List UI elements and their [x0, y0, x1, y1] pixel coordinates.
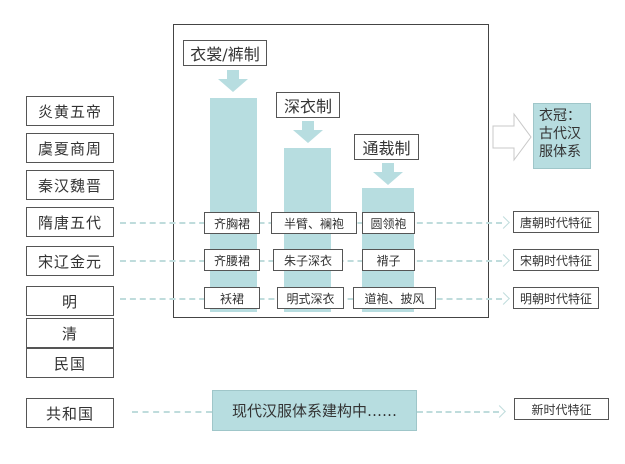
- ancient-system-frame: [173, 24, 489, 318]
- era-gongheguo: 共和国: [26, 398, 114, 428]
- system-label-tongcai: 通裁制: [354, 134, 419, 160]
- era-song-liao-jin-yuan: 宋辽金元: [26, 246, 114, 276]
- feature-song: 宋朝时代特征: [513, 249, 599, 271]
- arrowhead-icon: [497, 292, 510, 305]
- item-daopao-pifeng: 道袍、披风: [353, 287, 436, 309]
- era-qing: 清: [26, 318, 114, 348]
- dashed-connector: [132, 411, 212, 413]
- era-qinhan-weijin: 秦汉魏晋: [26, 170, 114, 200]
- arrowhead-icon: [497, 216, 510, 229]
- item-yuanlingpao: 圆领袍: [362, 212, 415, 234]
- system-label-shenyi: 深衣制: [276, 92, 340, 118]
- item-qixiongqun: 齐胸裙: [204, 212, 260, 234]
- down-arrow-icon: [218, 70, 248, 92]
- system-label-yishang: 衣裳/裤制: [183, 40, 267, 66]
- result-guyi-system: 衣冠： 古代汉 服体系: [533, 103, 591, 169]
- result-line-3: 服体系: [539, 144, 581, 160]
- dashed-connector: [417, 411, 499, 413]
- down-arrow-icon: [293, 121, 323, 143]
- era-ming: 明: [26, 286, 114, 316]
- feature-tang: 唐朝时代特征: [513, 211, 599, 233]
- modern-hanfu-system: 现代汉服体系建构中……: [212, 390, 417, 431]
- result-line-2: 古代汉: [539, 126, 581, 142]
- result-line-1: 衣冠：: [539, 108, 581, 124]
- arrowhead-icon: [497, 254, 510, 267]
- item-qiyaoqun: 齐腰裙: [204, 249, 260, 271]
- item-mingshi-shenyi: 明式深衣: [277, 287, 344, 309]
- down-arrow-icon: [373, 163, 403, 185]
- era-yanhuang-wudi: 炎黄五帝: [26, 96, 114, 126]
- feature-ming: 明朝时代特征: [513, 287, 599, 309]
- arrowhead-icon: [493, 405, 506, 418]
- item-beizi: 褙子: [362, 249, 415, 271]
- era-suitang-wudai: 隋唐五代: [26, 207, 114, 237]
- item-banbi-lanpao: 半臂、襕袍: [271, 212, 357, 234]
- right-arrow-icon: [492, 112, 532, 162]
- era-yuxia-shangzhou: 虞夏商周: [26, 133, 114, 163]
- item-aoqun: 袄裙: [204, 287, 260, 309]
- item-zhuzi-shenyi: 朱子深衣: [273, 249, 343, 271]
- feature-new-era: 新时代特征: [514, 398, 609, 420]
- column-yishang: [210, 98, 257, 312]
- era-minguo: 民国: [26, 348, 114, 378]
